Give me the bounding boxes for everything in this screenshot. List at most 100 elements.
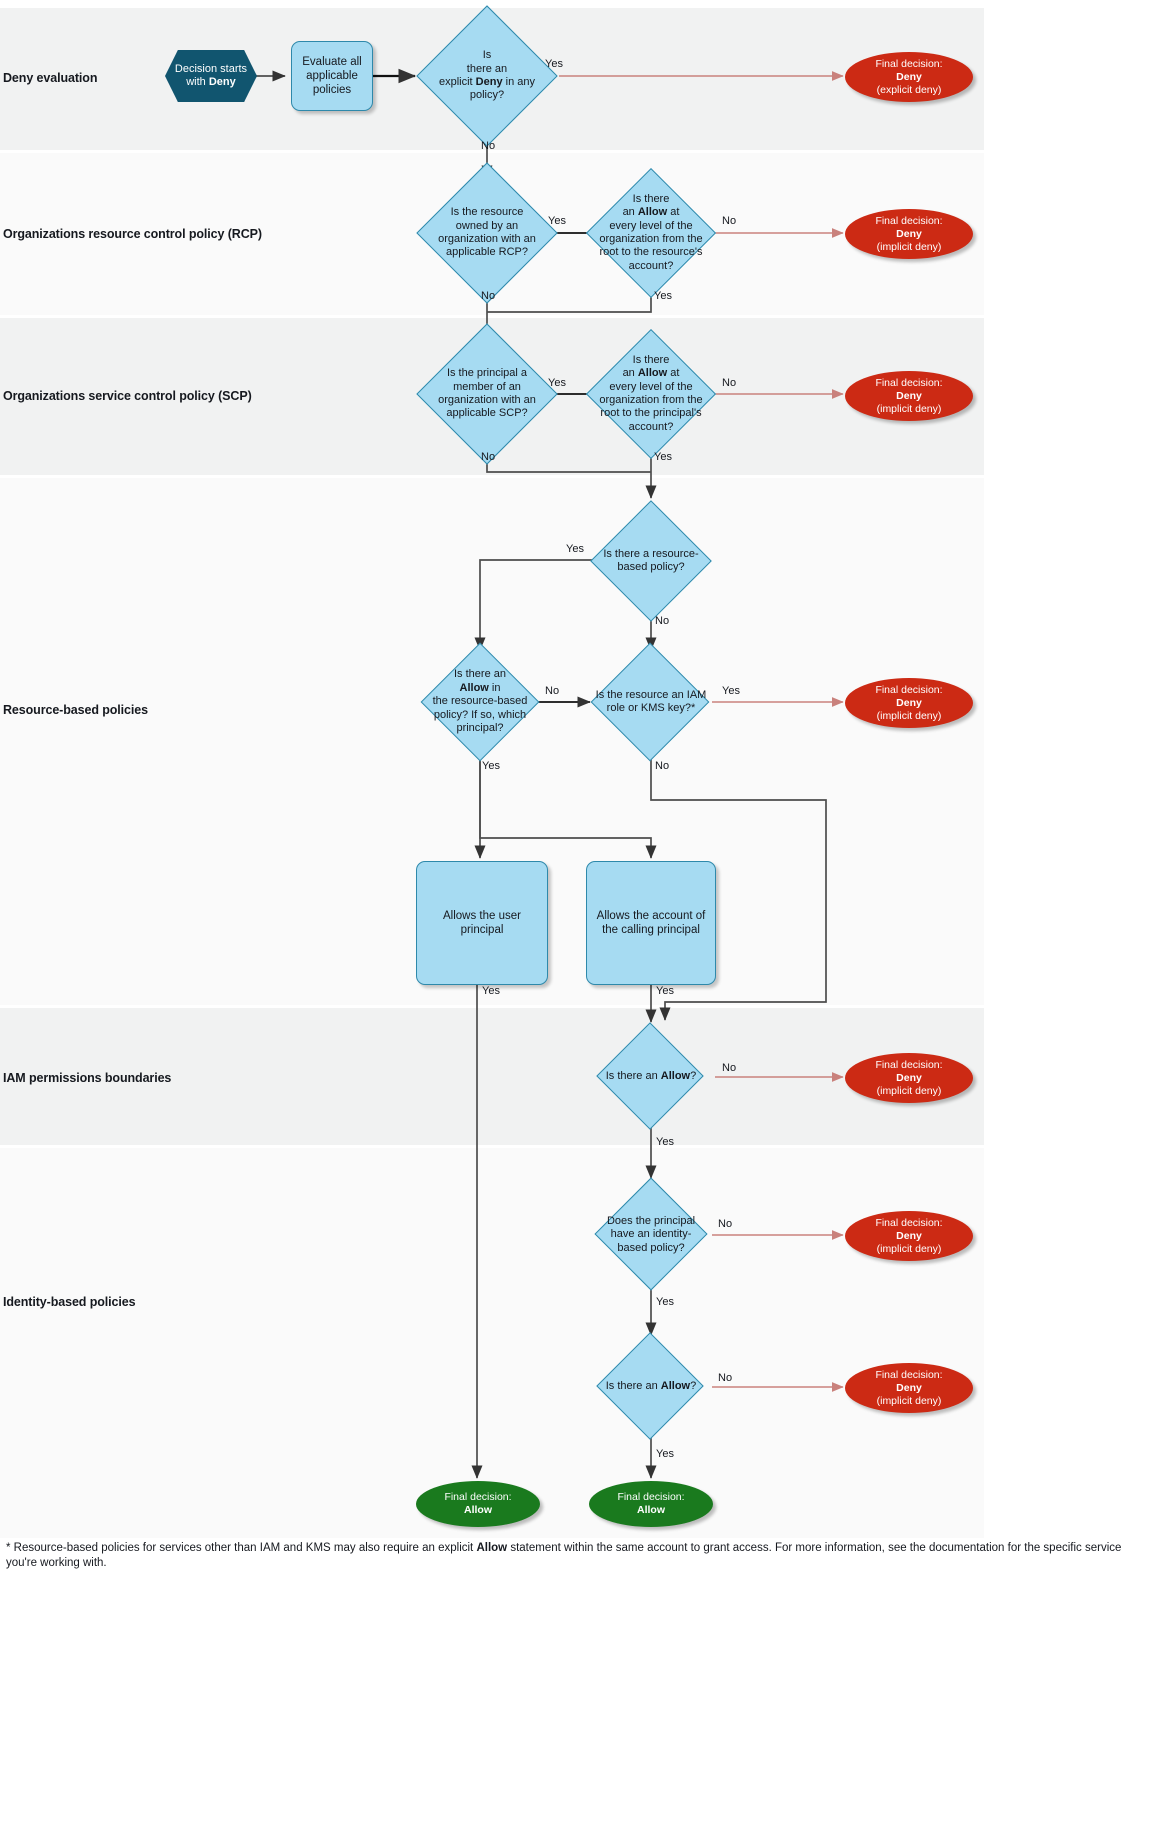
decision-iam-role-or-kms-key-label: Is the resource an IAM role or KMS key?*: [595, 688, 707, 714]
terminal-deny-rcp-line2: Deny: [896, 227, 922, 240]
scp-allow-bold: Allow: [637, 367, 668, 380]
rbp-allow-line4: policy? If so, which: [433, 708, 527, 721]
explicit-deny-line3b: Deny: [475, 76, 503, 88]
section-label-identity-based: Identity-based policies: [3, 1295, 136, 1309]
terminal-deny-rbp-line2: Deny: [896, 696, 922, 709]
terminal-deny-explicit[interactable]: Final decision: Deny (explicit deny): [845, 52, 973, 102]
edge-label-allows-user-principal-yes: Yes: [482, 985, 500, 997]
rbp-allow-line5: principal?: [456, 722, 504, 735]
terminal-deny-implicit-permissions-boundary[interactable]: Final decision: Deny (implicit deny): [845, 1053, 973, 1103]
rcp-allow-line2a: an: [622, 206, 638, 219]
rcp-allow-line3: every level of the organization from the…: [599, 219, 703, 272]
start-node-decision-starts-with-deny[interactable]: Decision starts with Deny: [165, 50, 257, 102]
terminal-deny-implicit-identity-allow[interactable]: Final decision: Deny (implicit deny): [845, 1363, 973, 1413]
decision-permissions-boundary-allow[interactable]: Is there an Allow?: [576, 1022, 726, 1132]
decision-iam-role-or-kms-key[interactable]: Is the resource an IAM role or KMS key?*: [586, 642, 716, 762]
edge-label-rbp-allow-no: No: [545, 685, 560, 697]
decision-identity-based-policy-exists[interactable]: Does the principal have an identity-base…: [586, 1177, 716, 1292]
footnote-part2: statement within the same account to gra…: [6, 1542, 1122, 1569]
node-allows-user-principal[interactable]: Allows the user principal: [416, 861, 548, 985]
terminal-deny-id1-line1: Final decision:: [875, 1216, 943, 1229]
edge-label-identity-policy-yes: Yes: [656, 1296, 674, 1308]
explicit-deny-line2: there an: [466, 62, 508, 75]
terminal-deny-explicit-line3: (explicit deny): [876, 83, 942, 96]
decision-permissions-boundary-allow-label: Is there an Allow?: [576, 1022, 726, 1132]
section-label-scp: Organizations service control policy (SC…: [3, 389, 252, 403]
decision-scp-allow-every-level-label: Is there an Allow at every level of the …: [576, 329, 726, 459]
edge-label-scp-member-no: No: [481, 451, 496, 463]
terminal-deny-scp-line2: Deny: [896, 389, 922, 402]
decision-identity-based-policy-exists-label: Does the principal have an identity-base…: [606, 1214, 696, 1254]
edge-label-iam-role-kms-no: No: [655, 760, 670, 772]
section-label-rcp: Organizations resource control policy (R…: [3, 227, 262, 241]
scp-allow-line1: Is there: [632, 353, 670, 366]
decision-rcp-resource-owned-label: Is the resource owned by an organization…: [438, 206, 536, 259]
edge-label-scp-allow-no: No: [722, 377, 737, 389]
terminal-deny-explicit-line2: Deny: [896, 70, 922, 83]
terminal-deny-pb-line1: Final decision:: [875, 1058, 943, 1071]
footnote-bold: Allow: [476, 1542, 508, 1554]
decision-scp-allow-every-level[interactable]: Is there an Allow at every level of the …: [576, 328, 726, 460]
node-allows-account-label: Allows the account of the calling princi…: [596, 910, 706, 936]
decision-resource-based-allow-principal[interactable]: Is there an Allow in the resource-based …: [410, 642, 550, 762]
terminal-allow-resource-path[interactable]: Final decision: Allow: [416, 1481, 540, 1527]
terminal-deny-implicit-scp[interactable]: Final decision: Deny (implicit deny): [845, 371, 973, 421]
rcp-allow-bold: Allow: [637, 206, 668, 219]
edge-label-identity-allow-yes: Yes: [656, 1448, 674, 1460]
decision-resource-based-policy-exists-label: Is there a resource-based policy?: [603, 547, 699, 573]
terminal-deny-implicit-resource-based[interactable]: Final decision: Deny (implicit deny): [845, 678, 973, 728]
decision-scp-principal-member[interactable]: Is the principal a member of an organiza…: [415, 323, 559, 465]
decision-identity-based-allow-label: Is there an Allow?: [576, 1332, 726, 1442]
edge-label-identity-policy-no: No: [718, 1218, 733, 1230]
decision-resource-based-policy-exists[interactable]: Is there a resource-based policy?: [586, 500, 716, 622]
start-node-bold: Deny: [208, 76, 236, 88]
rbp-allow-line1: Is there an: [454, 668, 506, 681]
section-label-permissions-boundaries: IAM permissions boundaries: [3, 1071, 172, 1085]
scp-allow-line2c: at: [667, 367, 680, 380]
pb-allow-post: ?: [690, 1070, 697, 1083]
rcp-allow-line2c: at: [667, 206, 680, 219]
decision-identity-based-allow[interactable]: Is there an Allow?: [576, 1332, 726, 1442]
terminal-deny-rcp-line1: Final decision:: [875, 214, 943, 227]
edge-label-rcp-allow-yes: Yes: [654, 290, 672, 302]
rbp-allow-line3: the resource-based: [432, 695, 528, 708]
footnote-part1: * Resource-based policies for services o…: [6, 1542, 477, 1554]
terminal-deny-scp-line3: (implicit deny): [876, 402, 942, 415]
edge-label-pb-allow-no: No: [722, 1062, 737, 1074]
id-allow-pre: Is there an: [605, 1380, 661, 1393]
node-evaluate-all-applicable-policies[interactable]: Evaluate all applicable policies: [291, 41, 373, 111]
edge-label-rbp-exists-yes: Yes: [566, 543, 584, 555]
edge-label-rcp-owned-no: No: [481, 290, 496, 302]
band-identity-based: [0, 1148, 984, 1538]
explicit-deny-line3a: explicit: [438, 76, 476, 88]
node-evaluate-label: Evaluate all applicable policies: [302, 56, 362, 96]
edge-label-pb-allow-yes: Yes: [656, 1136, 674, 1148]
terminal-deny-implicit-rcp[interactable]: Final decision: Deny (implicit deny): [845, 209, 973, 259]
terminal-allow-right-line2: Allow: [637, 1504, 665, 1516]
rbp-allow-line2b: in: [488, 681, 501, 694]
decision-rcp-allow-every-level[interactable]: Is there an Allow at every level of the …: [576, 167, 726, 299]
terminal-deny-scp-line1: Final decision:: [875, 376, 943, 389]
edge-label-scp-member-yes: Yes: [548, 377, 566, 389]
rbp-allow-bold: Allow: [459, 681, 489, 694]
decision-explicit-deny[interactable]: Is there an explicit Deny in any policy?: [415, 5, 559, 147]
edge-label-explicit-deny-no: No: [481, 140, 496, 152]
terminal-deny-id2-line1: Final decision:: [875, 1368, 943, 1381]
id-allow-post: ?: [690, 1380, 697, 1393]
decision-rcp-resource-owned[interactable]: Is the resource owned by an organization…: [415, 162, 559, 304]
terminal-allow-right-line1: Final decision:: [617, 1491, 685, 1503]
node-allows-account-of-calling-principal[interactable]: Allows the account of the calling princi…: [586, 861, 716, 985]
section-label-deny-evaluation: Deny evaluation: [3, 71, 98, 85]
terminal-deny-rcp-line3: (implicit deny): [876, 240, 942, 253]
terminal-allow-identity-path[interactable]: Final decision: Allow: [589, 1481, 713, 1527]
terminal-deny-explicit-line1: Final decision:: [875, 57, 943, 70]
edge-label-rbp-allow-yes: Yes: [482, 760, 500, 772]
id-allow-bold: Allow: [660, 1380, 691, 1393]
edge-label-scp-allow-yes: Yes: [654, 451, 672, 463]
edge-label-identity-allow-no: No: [718, 1372, 733, 1384]
scp-allow-line2a: an: [622, 367, 638, 380]
terminal-deny-implicit-identity-policy[interactable]: Final decision: Deny (implicit deny): [845, 1211, 973, 1261]
rcp-allow-line1: Is there: [632, 192, 670, 205]
decision-rcp-allow-every-level-label: Is there an Allow at every level of the …: [576, 168, 726, 298]
